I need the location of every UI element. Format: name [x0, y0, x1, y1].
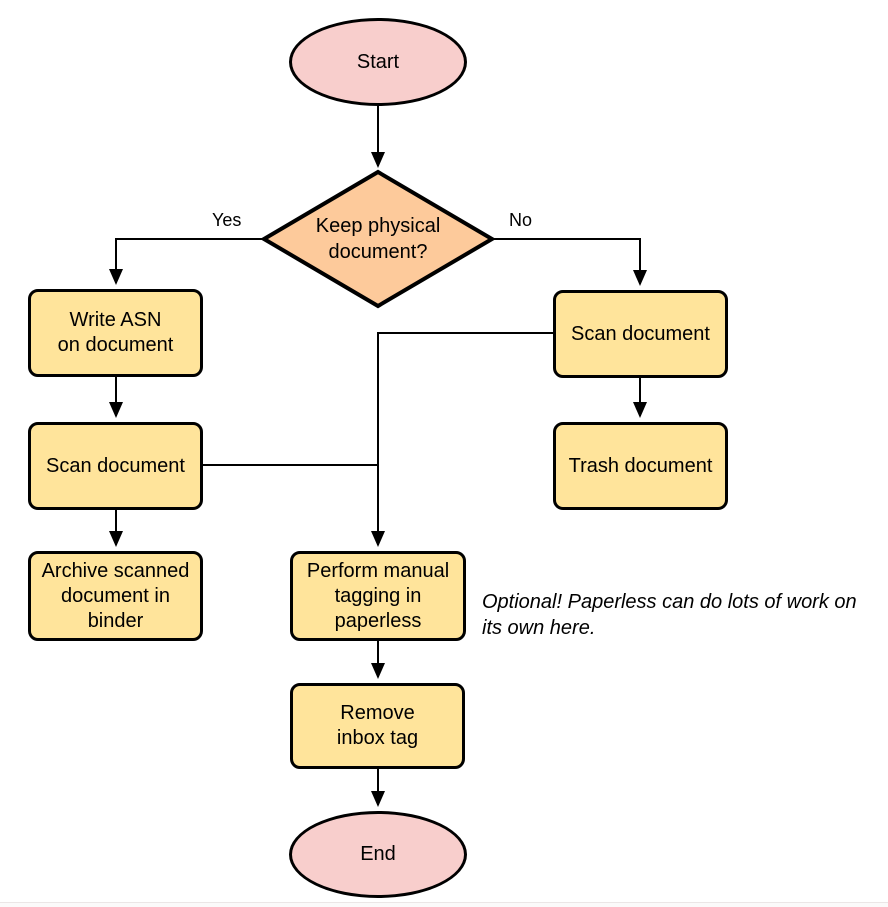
node-scan-document-left-label: Scan document	[46, 454, 185, 477]
annotation-optional-note: Optional! Paperless can do lots of work …	[482, 591, 857, 639]
bottom-divider	[0, 902, 888, 903]
node-decision-label: Keep physical document?	[288, 200, 468, 278]
decision-diamond-shape	[260, 169, 496, 309]
decision-text: Keep physical document?	[315, 215, 441, 263]
node-scan-document-right-label: Scan document	[571, 322, 710, 345]
node-remove-inbox-tag-label: Remove inbox tag	[336, 702, 419, 749]
edge-decision-no-to-scan-right	[492, 238, 647, 286]
node-manual-tagging-label: Perform manual tagging in paperless	[306, 559, 450, 632]
node-end: End	[289, 811, 467, 898]
node-start-label: Start	[356, 50, 400, 73]
node-scan-document-left: Scan document	[28, 422, 203, 510]
node-scan-document-right: Scan document	[553, 290, 728, 378]
node-archive-binder-label: Archive scanned document in binder	[41, 559, 190, 632]
bottom-strip	[0, 903, 888, 907]
node-remove-inbox-tag: Remove inbox tag	[290, 683, 465, 769]
node-archive-binder: Archive scanned document in binder	[28, 551, 203, 641]
node-trash-document: Trash document	[553, 422, 728, 510]
node-trash-document-label: Trash document	[568, 454, 713, 477]
node-manual-tagging: Perform manual tagging in paperless	[290, 551, 466, 641]
node-start: Start	[289, 18, 467, 106]
edge-label-yes: Yes	[212, 210, 242, 230]
edge-decision-yes-to-write-asn	[109, 238, 264, 285]
node-write-asn-label: Write ASN on document	[57, 309, 174, 356]
edge-label-no: No	[509, 210, 533, 230]
node-end-label: End	[360, 843, 396, 865]
edge-scan-right-to-tagging	[371, 332, 553, 547]
node-write-asn: Write ASN on document	[28, 289, 203, 377]
